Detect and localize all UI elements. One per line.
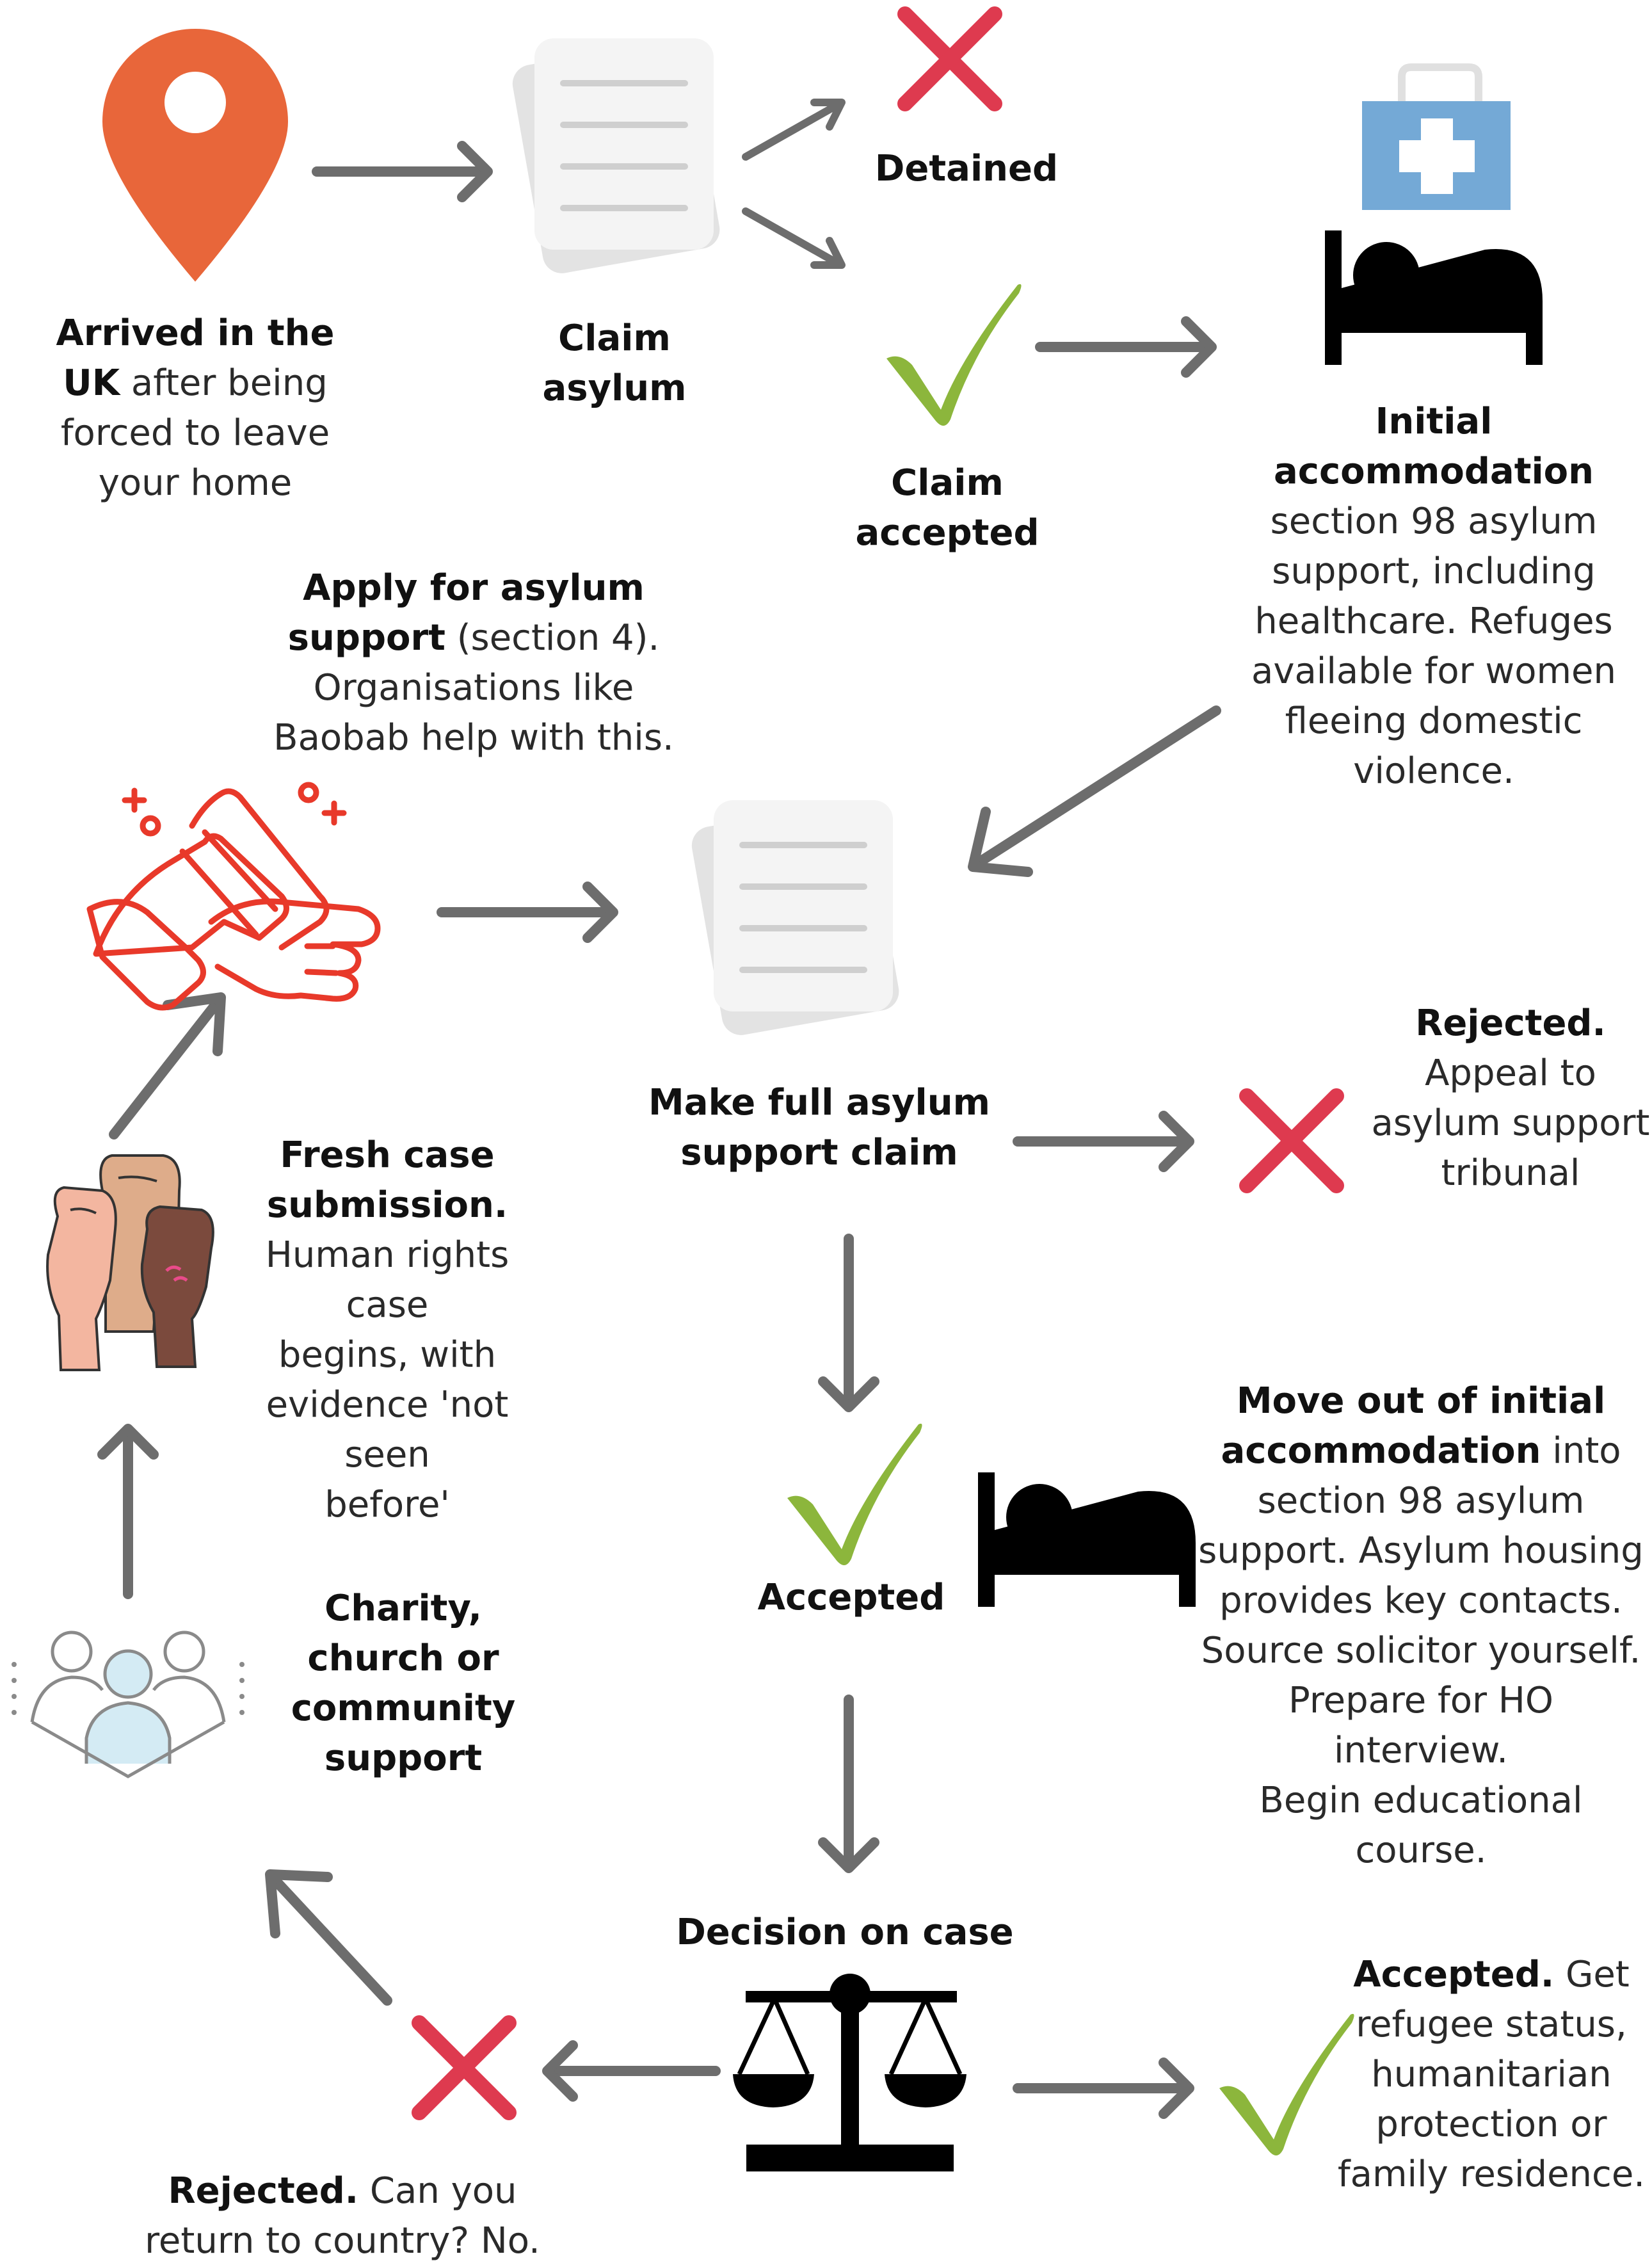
label-apply-support: Apply for asylum support (section 4). Or… [273,567,674,759]
cross-icon [905,14,995,104]
arrow-accepted-to-decision [823,1695,874,1868]
label-arrived: Arrived in the UK after being forced to … [56,312,335,504]
label-claim-accepted: Claim accepted [855,462,1039,554]
arrow-full-claim-to-rejected [1013,1116,1189,1167]
arrow-fists-to-hands [109,992,226,1140]
arrow-community-to-fists [102,1429,154,1599]
label-move-out: Move out of initial accommodation into s… [1198,1380,1644,1871]
cross-icon-3 [419,2023,509,2113]
label-fresh-case: Fresh case submission. Human rights case… [265,1134,509,1526]
arrow-full-claim-to-accepted [823,1234,874,1407]
arrow-decision-to-accepted-final [1013,2063,1189,2114]
raised-fists-icon [46,1154,214,1371]
label-accepted-mid: Accepted [757,1577,945,1618]
bed-icon [1325,230,1543,365]
label-initial-accommodation: Initial accommodation section 98 asylum … [1251,401,1616,792]
label-rejected-support: Rejected. Appeal to asylum support tribu… [1371,1003,1650,1194]
hands-icon [86,782,381,1011]
bed-icon-2 [978,1472,1196,1607]
check-icon-2 [787,1423,922,1565]
location-pin-icon [102,28,288,282]
document-icon [509,37,723,277]
community-icon [12,1631,245,1778]
label-decision: Decision on case [676,1912,1014,1953]
arrow-accepted-to-accommodation [1035,321,1212,373]
arrow-hands-to-full-claim [437,887,613,938]
cross-icon-2 [1247,1096,1336,1186]
arrow-decision-to-rejected-final [547,2045,721,2097]
document-icon-2 [689,799,902,1038]
arrow-claim-to-accepted [742,207,846,269]
label-accepted-final: Accepted. Get refugee status, humanitari… [1337,1954,1646,2195]
check-icon [886,284,1022,426]
label-community: Charity, church or community support [291,1588,516,1779]
arrow-arrived-to-claim [312,146,488,197]
medical-kit-icon [1362,63,1511,210]
arrow-rejected-to-community [265,1869,392,2006]
label-claim-asylum: Claim asylum [542,318,687,409]
label-full-claim: Make full asylum support claim [648,1082,990,1173]
arrow-accommodation-to-full-claim [968,705,1221,877]
label-rejected-final: Rejected. Can you return to country? No. [145,2170,540,2262]
scales-icon [733,1974,966,2171]
arrow-claim-to-detained [742,99,846,161]
label-detained: Detained [874,148,1059,189]
